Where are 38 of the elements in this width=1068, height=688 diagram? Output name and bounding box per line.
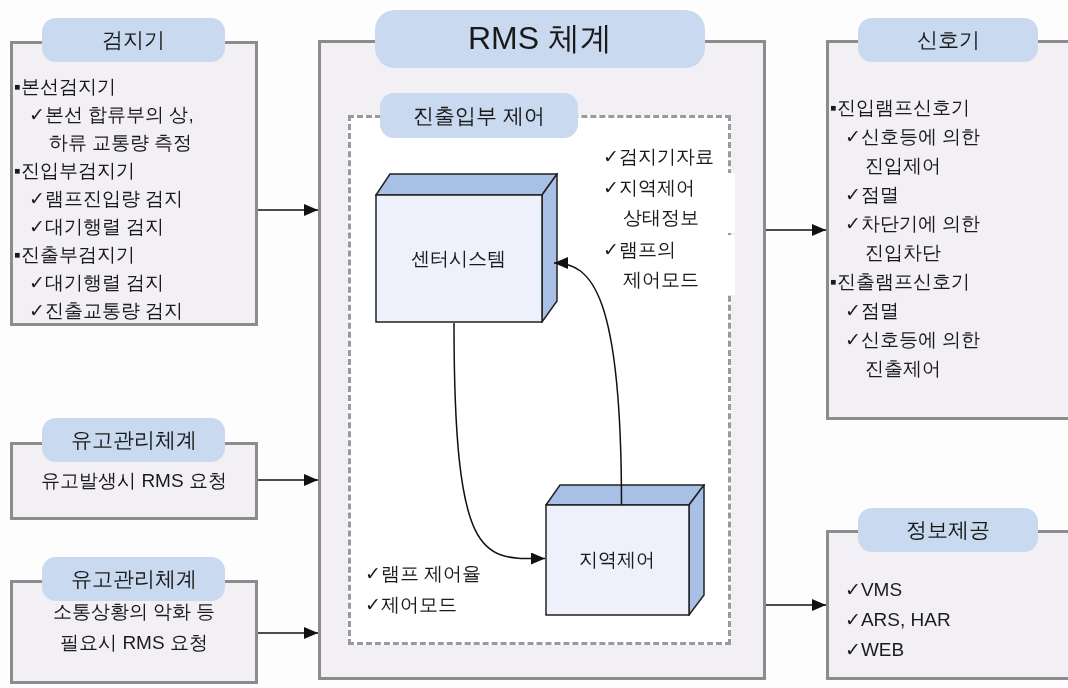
heading-tab: 정보제공 bbox=[858, 508, 1038, 552]
heading-tab: 검지기 bbox=[42, 18, 225, 62]
heading-tab: 신호기 bbox=[858, 18, 1038, 62]
data-item: ✓램프의 제어모드 bbox=[603, 235, 735, 295]
curved-arrow bbox=[553, 258, 623, 506]
list-item: ✓대기행렬 검지 bbox=[29, 271, 165, 295]
heading-tab: 유고관리체계 bbox=[42, 557, 225, 601]
arrow bbox=[257, 627, 319, 639]
list-item: ✓램프진입량 검지 bbox=[29, 187, 184, 211]
list-item: ✓차단기에 의한 진입차단 bbox=[845, 212, 982, 265]
note-text: 소통상황의 악화 등 필요시 RMS 요청 bbox=[51, 600, 217, 655]
heading-tab: 유고관리체계 bbox=[42, 418, 225, 462]
curved-arrow bbox=[453, 322, 546, 565]
arrow bbox=[257, 474, 319, 486]
list-item: ✓진출교통량 검지 bbox=[29, 299, 184, 323]
list-item: ▪진출램프신호기 bbox=[830, 270, 971, 294]
list-item: ✓신호등에 의한 진입제어 bbox=[845, 125, 982, 178]
list-item: ✓WEB bbox=[845, 638, 905, 662]
block-label: 지역제어 bbox=[579, 548, 655, 572]
arrow bbox=[765, 224, 827, 236]
arrow bbox=[257, 204, 319, 216]
list-item: ✓점멸 bbox=[845, 183, 900, 207]
list-item: ▪진입램프신호기 bbox=[830, 96, 971, 120]
data-item: ✓지역제어 상태정보 bbox=[603, 173, 735, 233]
list-item: ▪본선검지기 bbox=[14, 75, 117, 99]
list-item: ✓VMS bbox=[845, 578, 903, 602]
heading-tab: RMS 체계 bbox=[375, 10, 705, 68]
heading-tab: 진출입부 제어 bbox=[380, 93, 578, 138]
arrow bbox=[765, 599, 827, 611]
note-text: 유고발생시 RMS 요청 bbox=[40, 469, 228, 493]
list-item: ✓대기행렬 검지 bbox=[29, 215, 165, 239]
list-item: ▪진출부검지기 bbox=[14, 243, 136, 267]
list-item: ✓본선 합류부의 상, 하류 교통량 측정 bbox=[29, 103, 195, 155]
list-item: ✓점멸 bbox=[845, 299, 900, 323]
list-item: ✓ARS, HAR bbox=[845, 608, 951, 632]
block-label: 센터시스템 bbox=[411, 246, 506, 271]
list-item: ▪진입부검지기 bbox=[14, 159, 136, 183]
list-item: ✓신호등에 의한 진출제어 bbox=[845, 328, 982, 381]
